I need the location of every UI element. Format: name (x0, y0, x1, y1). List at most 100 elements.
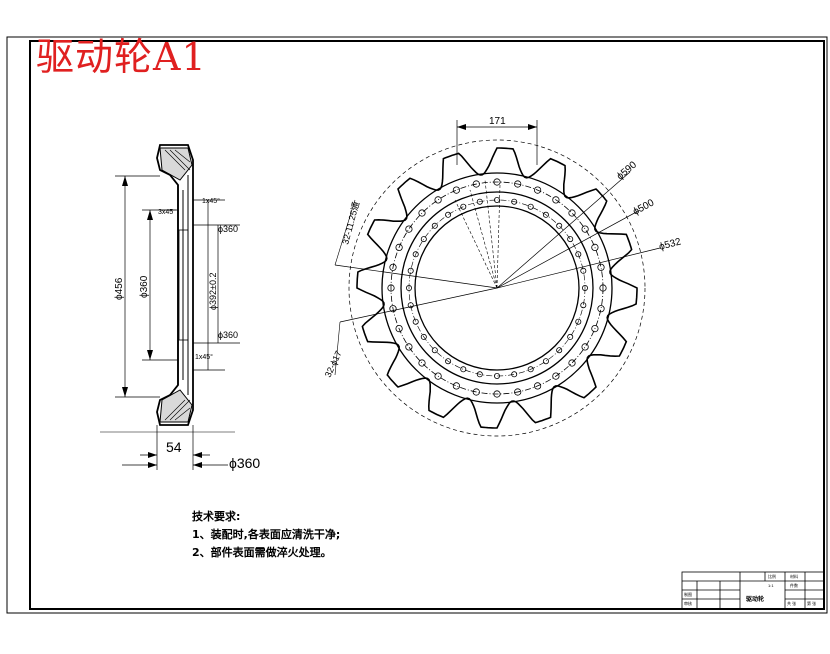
bolt-hole-inner (580, 302, 587, 309)
bolt-hole-outer (581, 225, 589, 233)
bolt-hole-outer (493, 178, 501, 186)
bolt-hole-outer (533, 186, 542, 194)
bolt-hole-outer (493, 390, 501, 398)
bolt-hole-inner (542, 211, 549, 218)
side-width: 54 (166, 439, 182, 455)
side-outer-dia: ϕ456 (114, 277, 125, 300)
bolt-hole-inner (460, 366, 467, 373)
title-block-cell: 比例 (768, 573, 776, 579)
bolt-hole-inner (420, 333, 427, 340)
bolt-hole-inner (407, 267, 414, 274)
bolt-hole-outer (599, 284, 607, 292)
bolt-hole-outer (389, 263, 397, 271)
bolt-hole-inner (420, 236, 427, 243)
bolt-hole-inner (493, 196, 500, 203)
notes-heading: 技术要求: (192, 510, 241, 523)
title-block-cell: 材料 (790, 573, 798, 579)
title-block-cell: 审核 (684, 600, 692, 606)
bolt-hole-inner (575, 251, 582, 258)
front-mid-dia: ϕ500 (631, 197, 656, 217)
bolt-hole-outer (434, 372, 442, 380)
technical-notes: 技术要求: 1、装配时,各表面应清洗干净; 2、部件表面需做淬火处理。 (192, 508, 340, 562)
bolt-hole-outer (568, 209, 576, 217)
bolt-hole-outer (405, 225, 413, 233)
bolt-hole-outer (533, 382, 542, 390)
title-block-cell: 共 张 (787, 600, 796, 606)
side-chamfer-bottom: 1x45° (195, 353, 213, 361)
bolt-hole-inner (511, 371, 518, 378)
bolt-hole-outer (514, 388, 522, 396)
front-holes-outer: 32-11.25通 (340, 201, 361, 246)
front-holes-inner: 32-ϕ17 (323, 349, 344, 379)
bolt-hole-outer (552, 196, 560, 204)
bolt-hole-outer (395, 243, 403, 251)
bolt-hole-outer (418, 209, 426, 217)
bolt-hole-outer (405, 343, 413, 351)
drawing-title: 驱动轮A1 (36, 35, 207, 79)
bolt-hole-outer (452, 382, 460, 390)
side-chamfer-top: 1x45° (202, 197, 220, 205)
bolt-hole-outer (472, 388, 480, 396)
side-bore-top: ϕ360 (218, 224, 238, 234)
bolt-hole-inner (445, 211, 452, 218)
bolt-hole-outer (434, 196, 442, 204)
front-view (334, 120, 661, 437)
bolt-hole-inner (567, 236, 574, 243)
title-block-cell: 1:1 (768, 583, 774, 588)
front-inner-dia: ϕ532 (658, 236, 683, 253)
bolt-hole-outer (514, 180, 522, 188)
bolt-hole-outer (591, 243, 599, 251)
bolt-hole-outer (597, 305, 605, 313)
bolt-hole-inner (580, 267, 587, 274)
bolt-hole-inner (556, 347, 563, 354)
bolt-hole-inner (476, 371, 483, 378)
bolt-hole-outer (472, 180, 480, 188)
outer-border (6, 36, 828, 614)
bolt-hole-outer (387, 284, 395, 292)
bolt-hole-inner (542, 358, 549, 365)
bolt-hole-inner (407, 302, 414, 309)
bolt-hole-inner (460, 203, 467, 210)
side-chamfer-left: 3x45 (158, 209, 173, 216)
bolt-hole-inner (431, 222, 438, 229)
side-center-dia: ϕ392±0.2 (208, 272, 218, 310)
bolt-hole-inner (412, 251, 419, 258)
bolt-hole-outer (597, 263, 605, 271)
inner-border (29, 40, 825, 610)
side-view (100, 144, 240, 470)
bolt-hole-outer (418, 359, 426, 367)
notes-line-2: 2、部件表面需做淬火处理。 (192, 546, 332, 559)
bolt-hole-inner (511, 198, 518, 205)
front-width: 171 (489, 116, 506, 127)
title-block-part-name: 驱动轮 (746, 595, 764, 603)
bolt-hole-inner (476, 198, 483, 205)
title-block-cell: 第 张 (807, 600, 816, 606)
bolt-hole-inner (567, 333, 574, 340)
side-base-dia: ϕ360 (229, 455, 260, 471)
bolt-hole-inner (575, 318, 582, 325)
side-bore-bottom: ϕ360 (218, 330, 238, 340)
bolt-hole-inner (556, 222, 563, 229)
bolt-hole-outer (389, 305, 397, 313)
front-outer-dia: ϕ590 (615, 159, 639, 182)
bolt-hole-outer (552, 372, 560, 380)
bolt-hole-inner (445, 358, 452, 365)
bolt-hole-inner (412, 318, 419, 325)
bolt-hole-outer (591, 324, 599, 333)
bolt-hole-inner (431, 347, 438, 354)
bolt-hole-inner (405, 284, 412, 291)
bolt-hole-inner (527, 203, 534, 210)
bolt-hole-inner (527, 366, 534, 373)
bolt-hole-outer (568, 359, 576, 367)
side-hub-dia: ϕ360 (139, 275, 150, 298)
bolt-hole-inner (582, 284, 589, 291)
notes-line-1: 1、装配时,各表面应清洗干净; (192, 528, 341, 541)
bolt-hole-inner (493, 372, 500, 379)
title-block-cell: 件数 (790, 582, 798, 588)
bolt-hole-outer (395, 324, 403, 333)
title-block-cell: 制图 (684, 591, 692, 597)
title-block (681, 571, 825, 610)
bolt-hole-outer (452, 186, 460, 194)
bolt-hole-outer (581, 343, 589, 351)
